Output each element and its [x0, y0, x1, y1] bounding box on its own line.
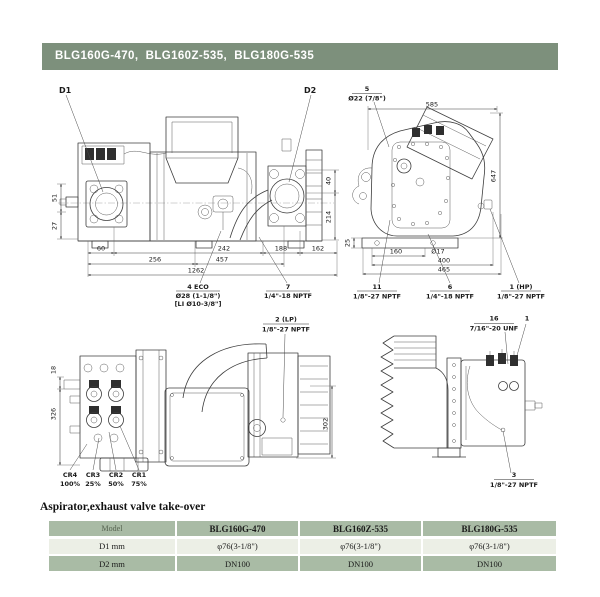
- cr4-label: CR4: [63, 471, 78, 479]
- callout-3-size: 1/8"-27 NPTF: [490, 481, 538, 489]
- callout-1hp-number: 1 (HP): [510, 283, 533, 291]
- d1-flange: [85, 180, 128, 228]
- rear-view: 16 1 7/16"-20 UNF 3 1/8"-27 N: [380, 315, 543, 489]
- table-cell-d2-col2: DN100: [300, 556, 421, 571]
- table-cell-d1-col3: φ76(3-1/8"): [423, 538, 556, 554]
- dim-256: 256: [149, 256, 161, 264]
- dim-51: 51: [51, 194, 59, 202]
- spec-table: Model BLG160G-470 BLG160Z-535 BLG180G-53…: [49, 521, 556, 571]
- dim-400: 400: [438, 257, 450, 265]
- front-view: 2 (LP) 1/8"-27 NPTF: [50, 316, 336, 488]
- electronics-box: [165, 116, 239, 184]
- cr4-percent: 100%: [60, 480, 81, 488]
- callout-5-number: 5: [365, 85, 370, 93]
- cr2-percent: 50%: [108, 480, 124, 488]
- end-view: 5 Ø22 (7/8") 585 647: [344, 85, 545, 301]
- callout-6-size: 1/4"-18 NPTF: [426, 293, 474, 301]
- dim-160: 160: [390, 248, 402, 256]
- cr3-label: CR3: [86, 471, 100, 479]
- callout-11-size: 1/8"-27 NPTF: [353, 293, 401, 301]
- callout-7-number: 7: [286, 283, 291, 291]
- label-d2: D2: [304, 86, 316, 95]
- table-row-d1-label: D1 mm: [49, 538, 175, 554]
- dim-60: 60: [97, 245, 105, 253]
- table-cell-d2-col3: DN100: [423, 556, 556, 571]
- page-title-bar: BLG160G-470, BLG160Z-535, BLG180G-535: [42, 43, 558, 70]
- d2-flange: [267, 165, 307, 227]
- table-header-model: Model: [49, 521, 175, 536]
- dim-1262: 1262: [188, 267, 205, 275]
- dim-457: 457: [216, 256, 228, 264]
- side-view: D1 D2 51 27 40 214 60 242 188 162 256 45…: [51, 86, 339, 308]
- dim-diameter-17: Ø17: [431, 248, 444, 256]
- cr1-label: CR1: [132, 471, 147, 479]
- callout-4eco-note: [LI Ø10-3/8"]: [175, 300, 222, 308]
- callout-16-number: 16: [489, 315, 499, 323]
- cr2-label: CR2: [109, 471, 123, 479]
- callout-6-number: 6: [448, 283, 453, 291]
- callout-4eco-size: Ø28 (1-1/8"): [176, 292, 221, 300]
- dim-585: 585: [426, 101, 438, 109]
- callout-2lp-number: 2 (LP): [275, 316, 297, 324]
- dim-18: 18: [50, 366, 58, 374]
- dim-27: 27: [51, 222, 59, 230]
- capacity-control-block: [79, 355, 137, 459]
- callout-1-number: 1: [525, 315, 530, 323]
- table-cell-d1-col2: φ76(3-1/8"): [300, 538, 421, 554]
- dim-40: 40: [325, 177, 333, 185]
- table-header-blg180g535: BLG180G-535: [423, 521, 556, 536]
- dim-242: 242: [218, 245, 230, 253]
- table-cell-d2-col1: DN100: [177, 556, 298, 571]
- dim-326: 326: [50, 408, 58, 420]
- dim-25: 25: [344, 239, 352, 247]
- dim-214: 214: [325, 211, 333, 223]
- cr3-percent: 25%: [85, 480, 101, 488]
- callout-1hp-size: 1/8"-27 NPTF: [497, 293, 545, 301]
- dim-647: 647: [490, 170, 498, 182]
- table-header-blg160g470: BLG160G-470: [177, 521, 298, 536]
- table-cell-d1-col1: φ76(3-1/8"): [177, 538, 298, 554]
- dim-302: 302: [322, 418, 330, 430]
- dim-162: 162: [312, 245, 324, 253]
- terminal-box: [460, 359, 526, 447]
- table-header-blg160z535: BLG160Z-535: [300, 521, 421, 536]
- callout-5-size: Ø22 (7/8"): [348, 95, 386, 103]
- callout-3-number: 3: [512, 471, 517, 479]
- dim-188: 188: [275, 245, 287, 253]
- table-title: Aspirator,exhaust valve take-over: [40, 501, 206, 513]
- callout-2lp-size: 1/8"-27 NPTF: [262, 326, 310, 334]
- callout-4eco-number: 4 ECO: [187, 283, 209, 291]
- label-d1: D1: [59, 86, 72, 95]
- callout-16-size: 7/16"-20 UNF: [470, 325, 519, 333]
- cr1-percent: 75%: [131, 480, 147, 488]
- callout-11-number: 11: [372, 283, 382, 291]
- callout-7-size: 1/4"-18 NPTF: [264, 292, 312, 300]
- table-row-d2-label: D2 mm: [49, 556, 175, 571]
